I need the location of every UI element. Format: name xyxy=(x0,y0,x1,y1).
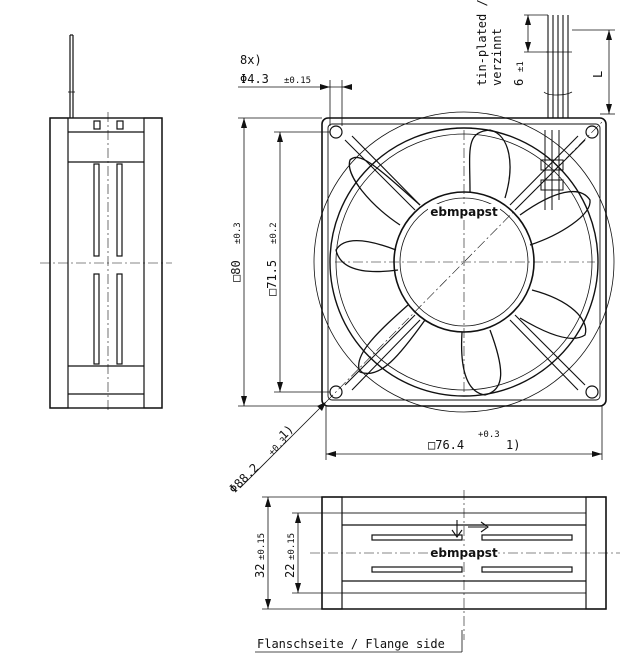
depth-total-tolerance: ±0.15 xyxy=(257,533,267,560)
flange-width-note: 1) xyxy=(506,438,520,452)
flange-width-label: □76.4 xyxy=(428,438,464,452)
hole-pitch-tolerance: ±0.2 xyxy=(269,222,279,244)
depth-inner-tolerance: ±0.15 xyxy=(287,533,297,560)
flange-width-tolerance: +0.3 xyxy=(478,430,500,440)
wire-note-line1: tin-plated / xyxy=(475,0,489,86)
side-view xyxy=(40,34,172,412)
dimension-lines xyxy=(238,14,615,653)
logo-front-bg xyxy=(428,204,500,220)
wire-strip-tolerance: ±1 xyxy=(516,61,526,72)
hole-pitch-label: □71.5 xyxy=(265,260,279,296)
cable-channel xyxy=(540,130,564,210)
logo-bottom-bg xyxy=(430,546,498,560)
wire-strip-label: 6 xyxy=(512,79,526,86)
hole-tolerance-label: ±0.15 xyxy=(284,76,311,86)
fan-blades xyxy=(335,129,591,396)
depth-total-label: 32 xyxy=(253,564,267,578)
logo-bottom: ebmpapst xyxy=(430,546,498,560)
mounting-holes xyxy=(329,125,599,399)
arrow-heads xyxy=(241,15,612,609)
depth-inner-label: 22 xyxy=(283,564,297,578)
front-view xyxy=(313,111,615,413)
hole-diameter-label: Φ4.3 xyxy=(240,72,269,86)
frame-size-label: □80 xyxy=(229,260,243,282)
wire-note-line2: verzinnt xyxy=(490,28,504,86)
frame-size-tolerance: ±0.3 xyxy=(233,222,243,244)
flange-side-label: Flanschseite / Flange side xyxy=(257,637,445,651)
logo-front: ebmpapst xyxy=(430,205,498,219)
wire-length-label: L xyxy=(591,71,605,78)
front-wires xyxy=(543,15,573,118)
fan-struts xyxy=(344,135,586,391)
hole-count-label: 8x) xyxy=(240,53,262,67)
diagonal-label: Φ88.2 xyxy=(226,461,261,496)
bottom-view xyxy=(310,490,620,640)
